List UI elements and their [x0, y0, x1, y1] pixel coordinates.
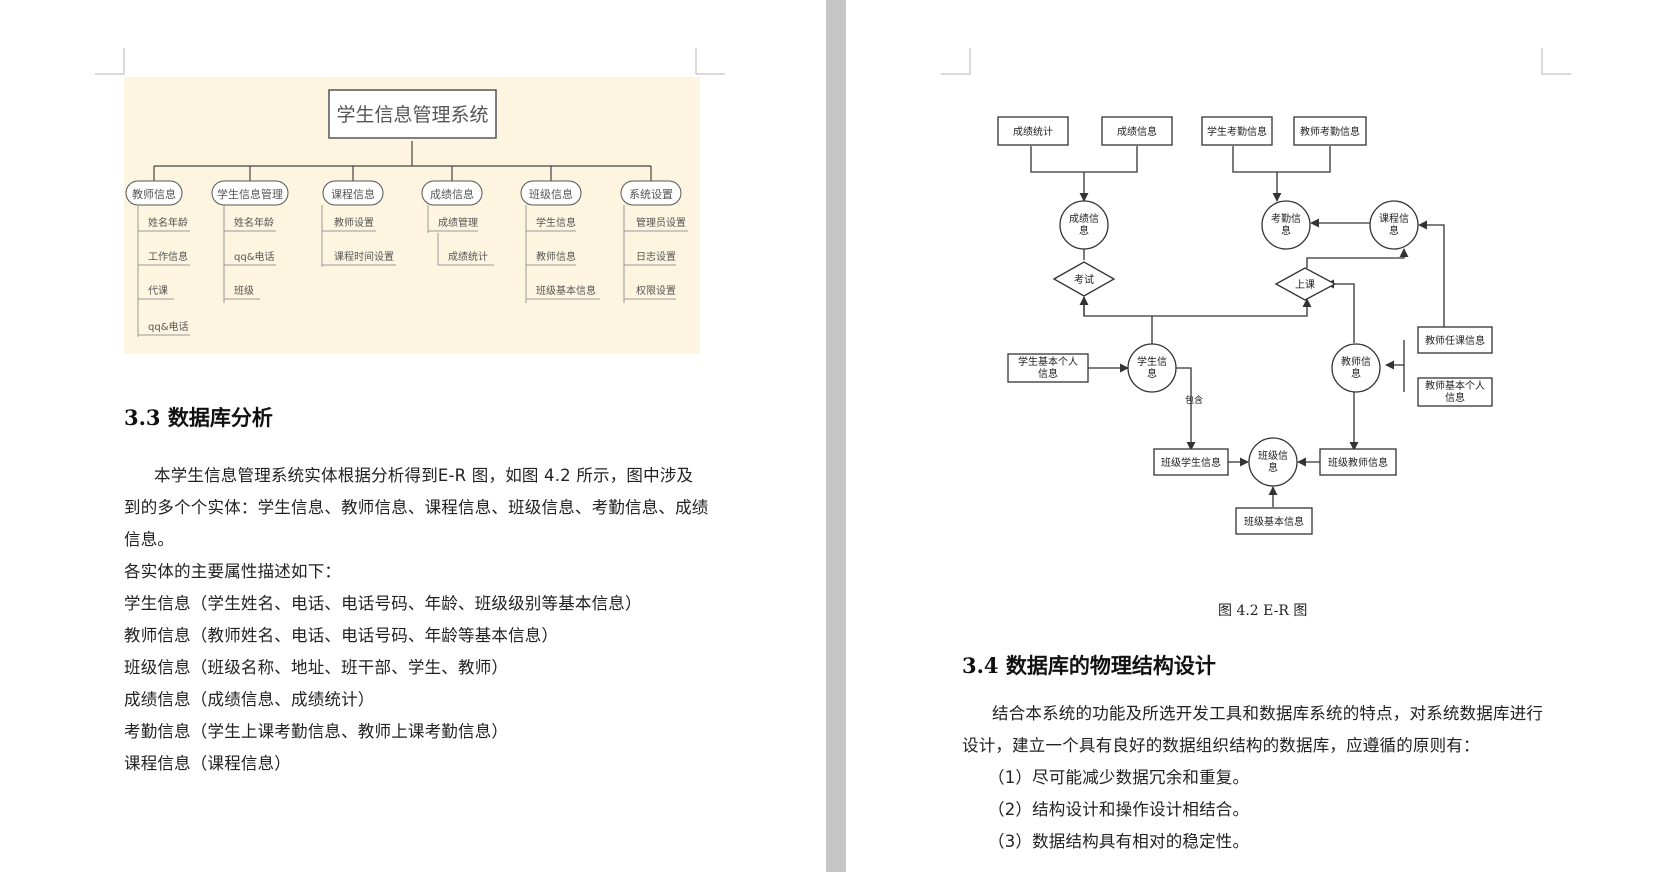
er-relation-lesson: 上课 — [1295, 279, 1315, 291]
er-entity-teacher: 教师信 — [1341, 355, 1371, 368]
er-diagram-figure: 成绩统计 成绩信息 学生考勤信息 教师考勤信息 成绩信 息 考勤信 息 课程信 … — [846, 95, 1672, 555]
margin-corner-mark — [941, 48, 971, 75]
er-entity-attendance: 考勤信 — [1271, 212, 1301, 225]
er-contain-label: 包含 — [1185, 394, 1203, 406]
attribute-line: 教师信息（教师姓名、电话、电话号码、年龄等基本信息） — [124, 626, 559, 645]
er-entity-teacher-line2: 息 — [1351, 367, 1361, 380]
er-entity-student: 学生信 — [1137, 355, 1167, 368]
mindmap-branches: 教师信息 姓名年龄 工作信息 代课 qq&电话 学生信息管理 姓名年 — [125, 180, 688, 337]
attribute-intro: 各实体的主要属性描述如下： — [124, 562, 342, 581]
paragraph-line: 到的多个个实体：学生信息、教师信息、课程信息、班级信息、考勤信息、成绩 — [124, 498, 709, 517]
er-attr-box: 教师基本个人 — [1425, 379, 1485, 392]
attribute-line: 班级信息（班级名称、地址、班干部、学生、教师） — [124, 658, 509, 677]
mindmap-branch: 成绩信息 成绩管理 成绩统计 — [421, 180, 494, 266]
mindmap-branch: 教师信息 姓名年龄 工作信息 代课 qq&电话 — [125, 180, 190, 337]
er-attr-box-line2: 信息 — [1445, 391, 1465, 404]
mindmap-leaf: 班级 — [234, 285, 254, 297]
figure-caption: 图 4.2 E-R 图 — [1218, 603, 1308, 619]
mindmap-leaf: 权限设置 — [636, 284, 676, 297]
mindmap-leaf: 教师设置 — [334, 216, 374, 229]
er-attr-box: 成绩统计 — [1013, 125, 1053, 138]
mindmap-branch-label: 课程信息 — [331, 187, 375, 201]
er-entity-class: 班级信 — [1258, 450, 1288, 462]
system-mindmap-figure: 学生信息管理系统 教师信息 姓名年龄 工作信息 代课 qq&电话 — [124, 77, 700, 354]
margin-corner-mark — [1541, 48, 1571, 75]
principle-item: （1）尽可能减少数据冗余和重复。 — [988, 768, 1250, 787]
margin-corner-mark — [695, 48, 725, 75]
section-heading-3-3: 3.3 数据库分析 — [124, 405, 273, 430]
mindmap-leaf: 班级基本信息 — [536, 284, 596, 297]
er-attr-box: 班级教师信息 — [1328, 456, 1388, 469]
mindmap-leaf: 姓名年龄 — [148, 216, 188, 229]
paragraph-line: 信息。 — [124, 530, 175, 549]
mindmap-branch: 课程信息 教师设置 课程时间设置 — [321, 180, 396, 267]
mindmap-leaf: 姓名年龄 — [234, 216, 274, 229]
mindmap-leaf: 工作信息 — [148, 250, 188, 263]
mindmap-leaf: 成绩统计 — [448, 250, 488, 263]
paragraph-line: 本学生信息管理系统实体根据分析得到E-R 图，如图 4.2 所示，图中涉及 — [154, 466, 694, 485]
mindmap-root-label: 学生信息管理系统 — [336, 104, 488, 126]
paragraph-line: 设计，建立一个具有良好的数据组织结构的数据库，应遵循的原则有： — [962, 736, 1480, 755]
er-attr-box: 学生考勤信息 — [1207, 125, 1267, 138]
er-attr-box: 成绩信息 — [1117, 125, 1157, 138]
er-attr-box: 班级基本信息 — [1244, 515, 1304, 528]
mindmap-leaf: 代课 — [148, 285, 168, 297]
er-entity-course-line2: 息 — [1389, 224, 1399, 237]
er-attr-box-line2: 信息 — [1038, 367, 1058, 380]
mindmap-branch-label: 系统设置 — [629, 188, 673, 201]
mindmap-leaf: 成绩管理 — [438, 216, 478, 229]
principle-item: （2）结构设计和操作设计相结合。 — [988, 800, 1250, 819]
attribute-line: 成绩信息（成绩信息、成绩统计） — [124, 690, 375, 709]
mindmap-leaf: qq&电话 — [148, 320, 189, 333]
er-entity-class-line2: 息 — [1268, 461, 1278, 474]
mindmap-branch-label: 教师信息 — [132, 187, 176, 201]
attribute-line: 考勤信息（学生上课考勤信息、教师上课考勤信息） — [124, 722, 509, 741]
mindmap-leaf: 学生信息 — [536, 216, 576, 229]
er-attr-box: 学生基本个人 — [1018, 355, 1078, 368]
er-relation-exam: 考试 — [1074, 273, 1094, 286]
document-page-right: 成绩统计 成绩信息 学生考勤信息 教师考勤信息 成绩信 息 考勤信 息 课程信 … — [846, 0, 1672, 872]
mindmap-leaf: 教师信息 — [536, 250, 576, 263]
mindmap-leaf: 课程时间设置 — [334, 250, 394, 263]
er-attr-box: 班级学生信息 — [1161, 456, 1221, 469]
document-page-left: 学生信息管理系统 教师信息 姓名年龄 工作信息 代课 qq&电话 — [0, 0, 826, 872]
mindmap-leaf: 管理员设置 — [636, 216, 686, 229]
attribute-line: 课程信息（课程信息） — [124, 754, 291, 773]
mindmap-branch-label: 学生信息管理 — [217, 187, 283, 201]
er-attr-box: 教师考勤信息 — [1300, 125, 1360, 138]
mindmap-branch-label: 班级信息 — [529, 187, 573, 201]
section-heading-3-4: 3.4 数据库的物理结构设计 — [962, 653, 1216, 678]
mindmap-branch: 系统设置 管理员设置 日志设置 权限设置 — [620, 180, 688, 303]
margin-corner-mark — [95, 48, 125, 75]
er-attr-box: 教师任课信息 — [1425, 334, 1485, 347]
er-entity-student-line2: 息 — [1147, 367, 1157, 380]
er-entity-attendance-line2: 息 — [1281, 224, 1291, 237]
mindmap-branch: 班级信息 学生信息 教师信息 班级基本信息 — [520, 180, 600, 303]
mindmap-leaf: qq&电话 — [234, 250, 275, 263]
principle-item: （3）数据结构具有相对的稳定性。 — [988, 832, 1250, 851]
mindmap-branch: 学生信息管理 姓名年龄 qq&电话 班级 — [211, 180, 289, 303]
mindmap-leaf: 日志设置 — [636, 250, 676, 263]
mindmap-branch-label: 成绩信息 — [430, 187, 474, 201]
attribute-line: 学生信息（学生姓名、电话、电话号码、年龄、班级级别等基本信息） — [124, 594, 642, 613]
er-entity-score-line2: 息 — [1079, 224, 1089, 237]
er-entity-score: 成绩信 — [1069, 212, 1099, 225]
er-entity-course: 课程信 — [1379, 213, 1409, 225]
paragraph-line: 结合本系统的功能及所选开发工具和数据库系统的特点，对系统数据库进行 — [992, 704, 1544, 723]
